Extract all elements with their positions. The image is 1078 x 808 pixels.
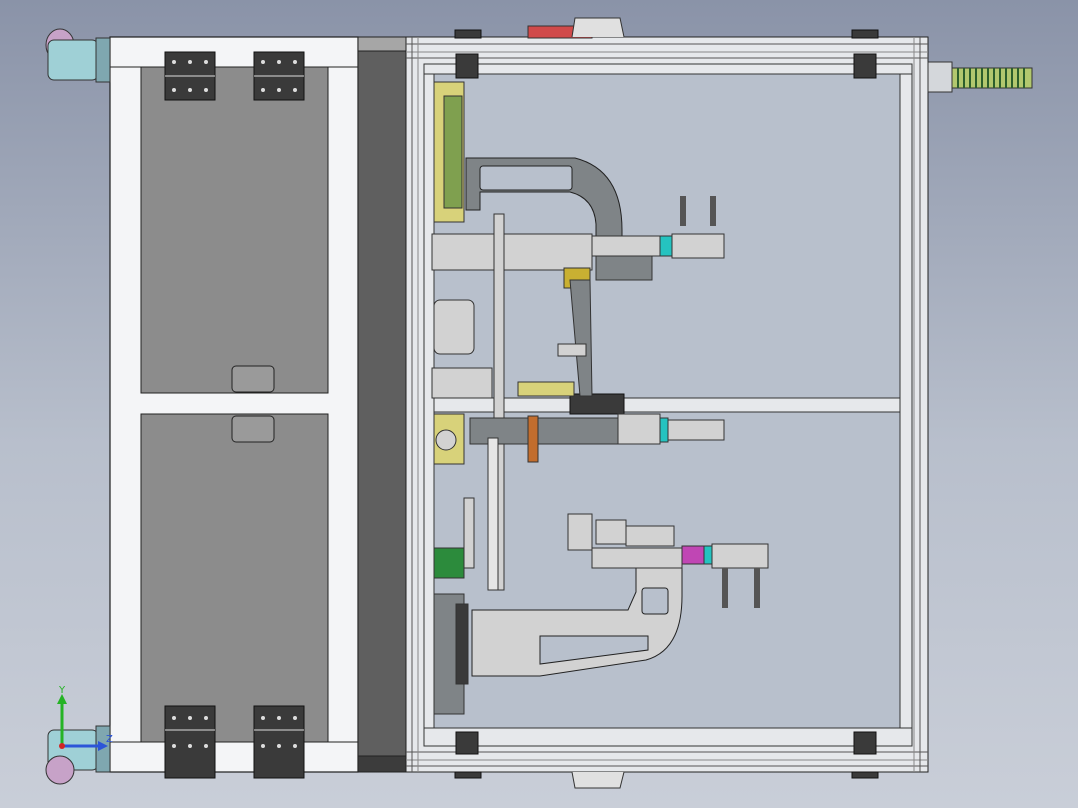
hinge-top-left	[164, 51, 216, 101]
caster-top-left	[45, 28, 111, 83]
axis-label-z: Z	[106, 734, 113, 745]
axis-label-y: Y	[58, 685, 66, 696]
hinge-bottom-left	[164, 705, 216, 779]
right-shaft	[927, 61, 1033, 93]
upper-mechanism	[431, 81, 725, 591]
bottom-handle	[571, 771, 625, 789]
caster-bottom-left	[45, 725, 111, 785]
middle-mechanism	[433, 413, 725, 591]
hinge-top-right	[253, 51, 305, 101]
left-door-frame	[109, 36, 359, 773]
xyz-axis-icon: Y Z	[57, 685, 113, 751]
lower-mechanism	[433, 513, 769, 715]
divider-column	[357, 36, 407, 773]
top-handle	[527, 17, 625, 39]
hinge-bottom-right	[253, 705, 305, 779]
frame-brackets	[454, 29, 879, 779]
